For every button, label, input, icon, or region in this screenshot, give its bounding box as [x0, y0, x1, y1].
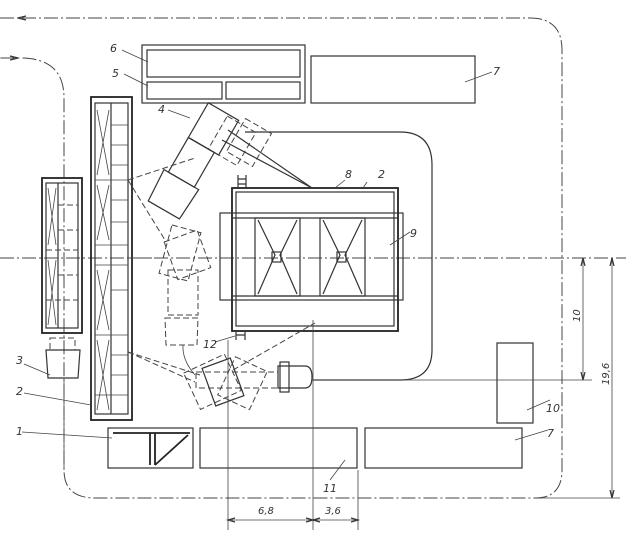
- label-8: 8: [345, 168, 352, 181]
- arrow-left-icon: [17, 15, 27, 21]
- crane-1: [107, 427, 194, 469]
- label-11: 11: [323, 482, 337, 495]
- dimension-3-6: 3,6: [325, 506, 341, 517]
- label-2-building: 2: [378, 168, 385, 181]
- building-pad: [245, 131, 433, 381]
- label-9: 9: [410, 227, 417, 240]
- crane-middle: [128, 224, 212, 346]
- dimension-19-6: 19,6: [601, 363, 612, 385]
- area-11: [199, 427, 358, 469]
- leader-lines: [21, 49, 551, 481]
- label-5: 5: [112, 67, 119, 80]
- label-1: 1: [16, 425, 23, 438]
- access-road: [0, 15, 563, 499]
- crane-3: [45, 337, 81, 470]
- label-7-bottom: 7: [547, 427, 554, 440]
- storage-areas-top: [141, 44, 476, 104]
- label-6: 6: [110, 42, 117, 55]
- crane-lower: [127, 322, 316, 411]
- ladder-12: [235, 331, 246, 340]
- dimension-6-8: 6,8: [258, 506, 274, 517]
- rack-short: [41, 177, 83, 334]
- label-10: 10: [546, 402, 560, 415]
- storage-7-bottom: [364, 427, 523, 469]
- label-3: 3: [16, 354, 23, 367]
- label-2-rack: 2: [16, 385, 23, 398]
- label-4: 4: [158, 103, 165, 116]
- crane-4: [127, 102, 313, 241]
- dimension-lines: [225, 257, 620, 530]
- label-12: 12: [203, 338, 217, 351]
- area-10: [496, 342, 534, 424]
- arrow-right-icon: [9, 55, 19, 61]
- label-7-top: 7: [493, 65, 500, 78]
- ladder-top: [237, 175, 247, 188]
- dimension-10: 10: [572, 309, 583, 322]
- building-frame: [219, 175, 404, 340]
